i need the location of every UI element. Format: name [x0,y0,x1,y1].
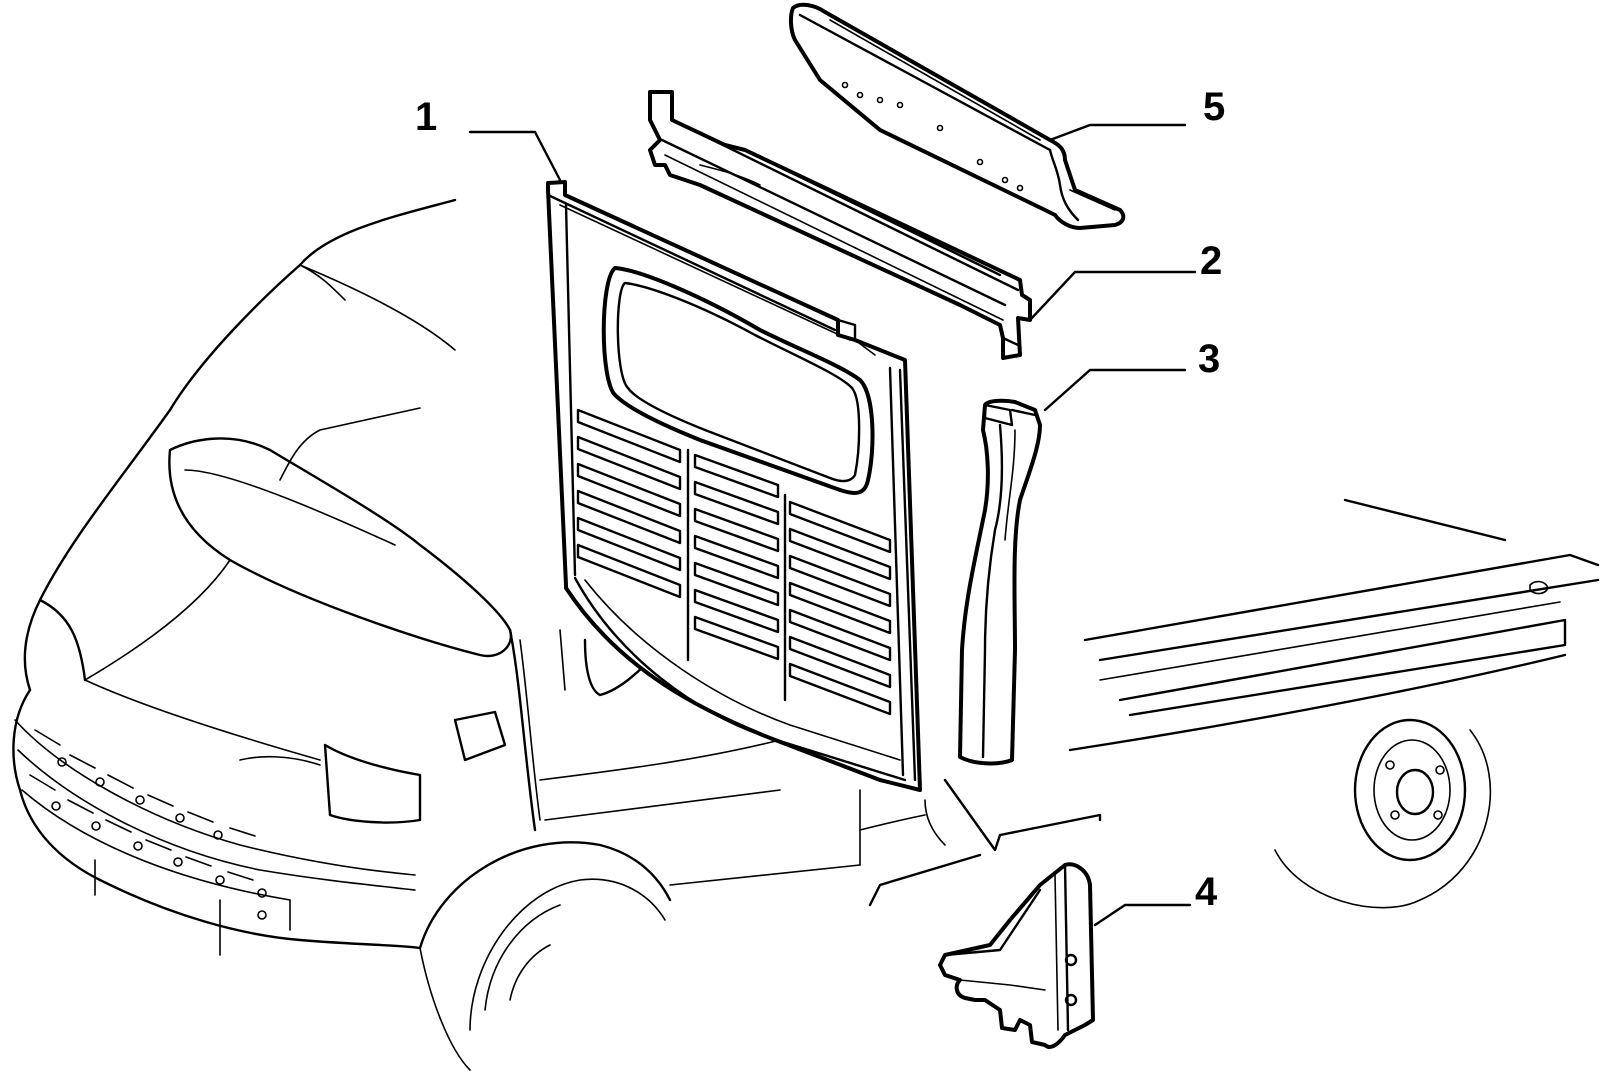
callout-5: 5 [1203,85,1225,129]
callout-2: 2 [1200,239,1222,283]
callout-1: 1 [415,95,437,139]
panel-louvers-right [788,500,892,716]
part-4-corner-bracket[interactable] [938,862,1095,1049]
panel-louvers-middle [693,453,780,661]
part-3-vertical-pillar[interactable] [958,398,1042,766]
panel-louvers-left [576,408,682,599]
part-2-upper-crossmember[interactable] [648,90,1032,360]
grille-slots [29,729,291,956]
rear-wheel [1274,718,1492,909]
callout-3: 3 [1198,337,1220,381]
leader-lines [468,123,1197,927]
part-5-top-cap-panel[interactable] [788,2,1126,230]
part-1-cab-rear-panel[interactable] [546,180,922,792]
callout-4: 4 [1195,870,1218,914]
vehicle-cab-outline [12,198,926,1071]
callout-labels: 1 5 2 3 4 [415,85,1225,914]
flatbed-outline [924,498,1600,909]
